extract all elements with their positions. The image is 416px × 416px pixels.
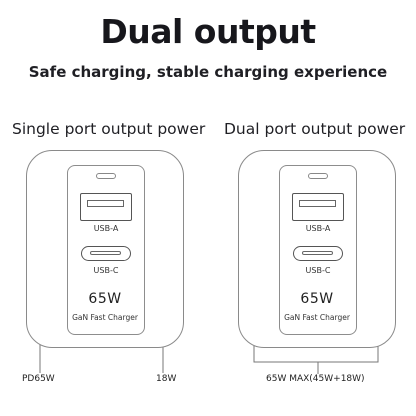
usb-a-port [80,193,132,221]
indicator-light [308,173,328,179]
usb-a-tongue [299,200,336,207]
single-port-heading: Single port output power [12,120,206,138]
port-module-right: USB-A USB-C [279,165,357,335]
callout-combined-power: 65W MAX(45W+18W) [266,374,365,384]
brand-line: GaN Fast Charger [284,313,350,322]
usb-c-tongue [90,251,121,255]
usb-a-port [292,193,344,221]
wattage-label: 65W [300,291,334,307]
callout-usbc-power: PD65W [22,374,55,384]
page-subtitle: Safe charging, stable charging experienc… [28,63,388,81]
brand-line: GaN Fast Charger [72,313,138,322]
wattage-label: 65W [88,291,122,307]
usb-c-tongue [302,251,333,255]
usb-a-tongue [87,200,124,207]
usb-a-label: USB-A [305,224,331,233]
dual-port-heading: Dual port output power [224,120,406,138]
usb-c-label: USB-C [93,266,119,275]
charger-left: USB-A USB-C 65W GaN Fast Charger [26,150,184,348]
indicator-light [96,173,116,179]
usb-a-label: USB-A [93,224,119,233]
usb-c-label: USB-C [305,266,331,275]
usb-c-port [81,246,131,261]
callout-usba-power: 18W [156,374,177,384]
usb-c-port [293,246,343,261]
port-module-left: USB-A USB-C [67,165,145,335]
charger-right: USB-A USB-C 65W GaN Fast Charger [238,150,396,348]
page-title: Dual output [100,12,316,51]
